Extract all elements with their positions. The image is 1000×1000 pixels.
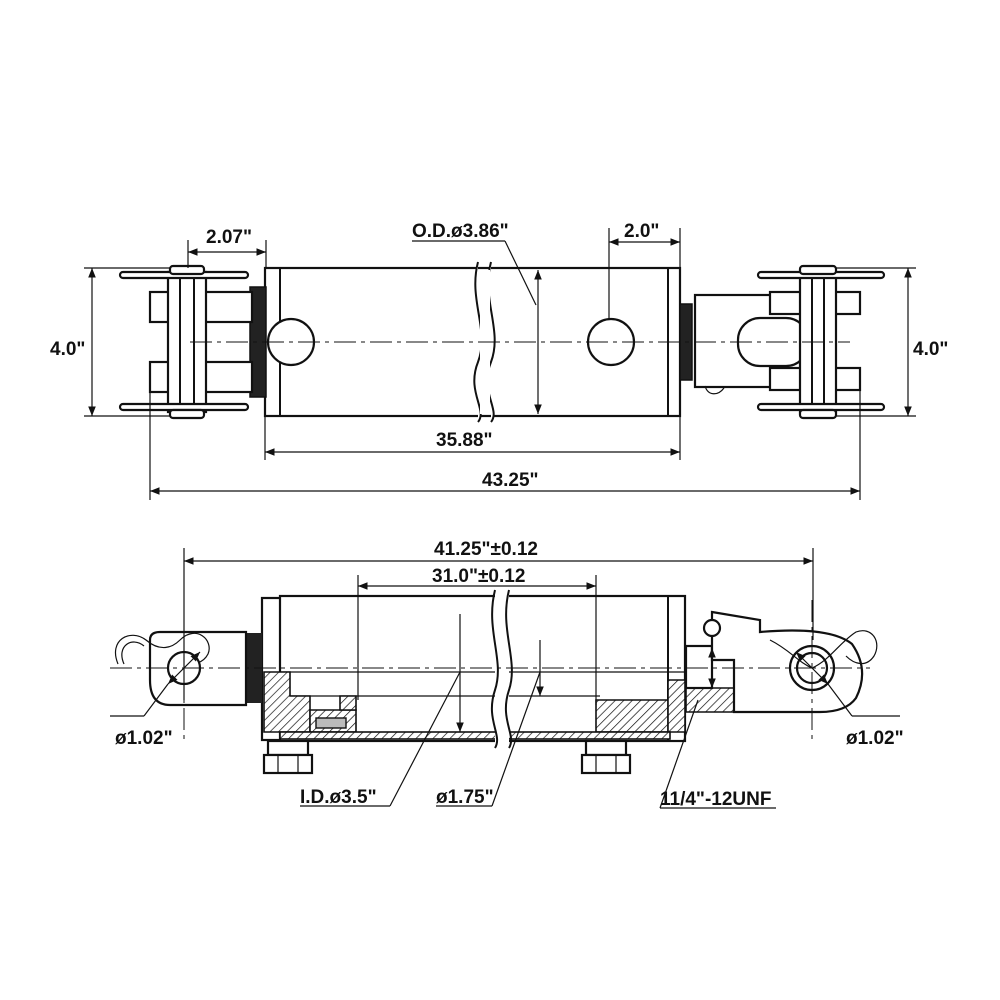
side-barrel <box>260 589 687 749</box>
dim-outer-diameter-label: O.D.ø3.86" <box>412 221 509 242</box>
dim-inner-diameter-label: I.D.ø3.5" <box>300 787 377 808</box>
dim-right-pin-label: ø1.02" <box>846 728 904 749</box>
dim-right-pin: ø1.02" <box>795 651 904 749</box>
side-ports <box>262 739 632 775</box>
dim-stroke-label: 31.0"±0.12 <box>432 566 525 587</box>
dim-left-clevis: 2.07" <box>187 227 267 268</box>
dim-barrel-length: 35.88" <box>264 416 681 460</box>
dim-height-left-label: 4.0" <box>50 339 85 360</box>
dim-height-right: 4.0" <box>836 267 948 417</box>
side-right-rod-end <box>684 610 878 714</box>
dim-left-clevis-label: 2.07" <box>206 227 252 248</box>
dim-left-pin-label: ø1.02" <box>115 728 173 749</box>
dim-port-thread-label: 11/4"-12UNF <box>660 789 771 810</box>
dim-inner-diameter: I.D.ø3.5" <box>300 614 464 808</box>
dim-right-clevis: 2.0" <box>608 221 681 318</box>
dim-left-pin: ø1.02" <box>110 651 201 749</box>
dim-height-left: 4.0" <box>50 267 170 417</box>
dim-pin-to-pin-label: 41.25"±0.12 <box>434 539 538 560</box>
side-view: 41.25"±0.12 31.0"±0.12 ø1.02" ø1.02" <box>110 539 904 810</box>
dim-overall-length: 43.25" <box>149 390 861 500</box>
dim-right-clevis-label: 2.0" <box>624 221 659 242</box>
top-view: 2.07" O.D.ø3.86" 2.0" 4.0" 4 <box>50 221 948 500</box>
dim-overall-length-label: 43.25" <box>482 470 539 491</box>
dim-rod-diameter-label: ø1.75" <box>436 787 494 808</box>
dim-outer-diameter: O.D.ø3.86" <box>412 221 542 414</box>
dim-height-right-label: 4.0" <box>913 339 948 360</box>
dim-pin-to-pin: 41.25"±0.12 <box>183 539 814 640</box>
dim-rod-diameter: ø1.75" <box>436 640 544 808</box>
dim-stroke: 31.0"±0.12 <box>357 566 597 705</box>
dim-barrel-length-label: 35.88" <box>436 430 493 451</box>
dim-port-thread: 11/4"-12UNF <box>659 648 776 810</box>
